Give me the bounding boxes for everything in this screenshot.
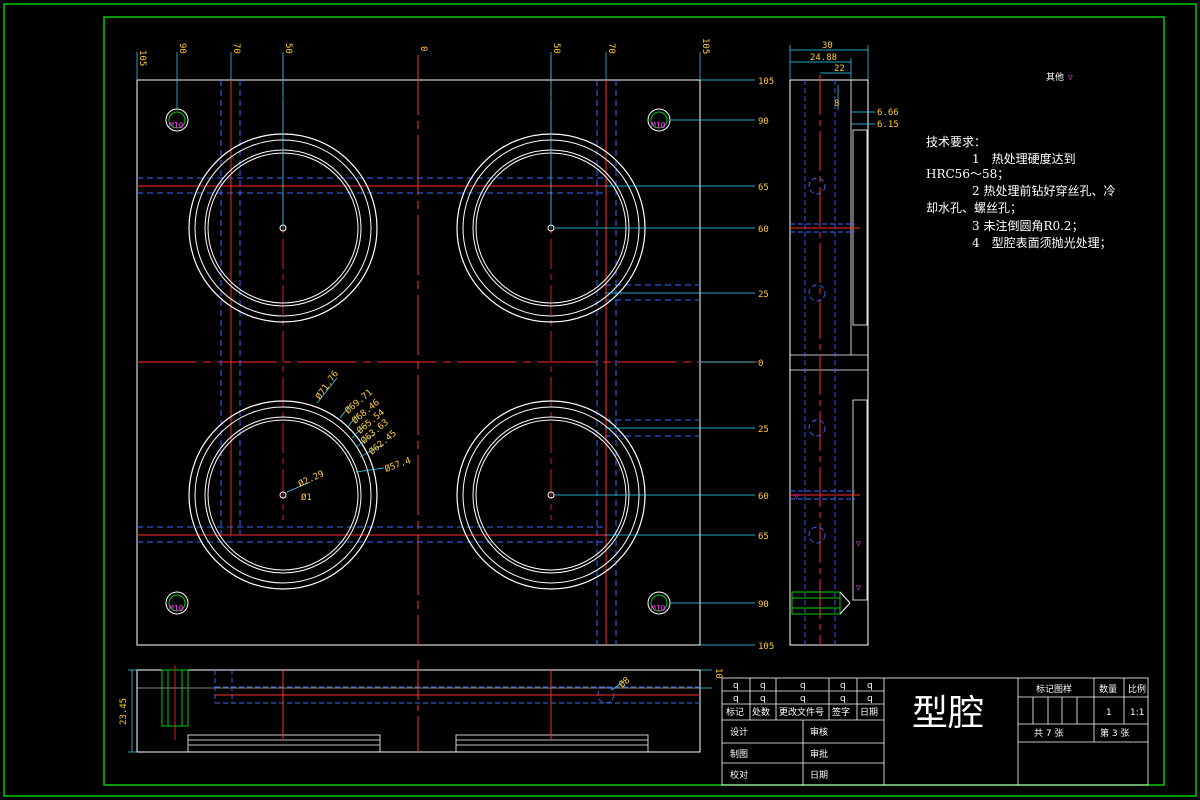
dim-d57-4: Ø57.4 — [383, 455, 412, 475]
title-block — [721, 677, 1149, 786]
dim-right-25-bottom: 25 — [758, 425, 769, 435]
dim-d1: Ø1 — [301, 492, 312, 503]
top-dim-labels: 105 90 70 50 0 50 70 105 — [137, 38, 710, 66]
cavity-bottom-left — [188, 400, 378, 590]
tb-total-sheets: 共 7 张 — [1034, 728, 1063, 739]
right-leader-lines — [555, 79, 755, 646]
screw-label-bl: M10 — [169, 604, 184, 613]
technical-notes: 技术要求： 1 热处理硬度达到 HRC56～58； 2 热处理前钻好穿丝孔、冷 … — [926, 135, 1115, 250]
section-view: 23.45 10 Ø8 — [119, 660, 723, 753]
tb-qty-header: 数量 — [1099, 683, 1117, 695]
tb-row-mark-2: q — [760, 681, 766, 691]
tb-mark-header: 标记 — [726, 706, 744, 718]
notes-line1: 1 热处理硬度达到 — [972, 151, 1076, 166]
tb-row2-mark-3: q — [800, 694, 806, 704]
drawing-title: 型腔 — [912, 693, 984, 734]
dim-top-50-right: 50 — [551, 43, 561, 54]
dim-right-105-top: 105 — [758, 77, 774, 87]
notes-line4: 4 型腔表面须抛光处理； — [972, 235, 1112, 250]
tb-sign-header: 签字 — [832, 706, 850, 718]
dim-side-8: 8 — [834, 99, 839, 109]
tb-row2-mark-1: q — [733, 694, 739, 704]
dim-top-105-left: 105 — [137, 50, 147, 66]
tb-stage-mark: 标记图样 — [1036, 683, 1072, 695]
notes-line2b: 却水孔、螺丝孔； — [926, 201, 1022, 215]
tb-row-mark-4: q — [840, 681, 846, 691]
dim-right-25-top: 25 — [758, 290, 769, 300]
dim-section-thickness: 10 — [713, 668, 723, 679]
surface-note-symbol: ▽ — [1068, 73, 1073, 82]
tb-approve: 审批 — [810, 748, 828, 760]
dim-right-60-bottom: 60 — [758, 492, 769, 502]
screw-label-br: M10 — [651, 604, 666, 613]
tb-verify: 校对 — [730, 769, 748, 781]
screw-label-tr: M10 — [651, 121, 666, 130]
dim-right-105-bottom: 105 — [758, 642, 774, 652]
dim-right-90-bottom: 90 — [758, 600, 769, 610]
dim-side-24-88: 24.88 — [810, 53, 837, 63]
notes-title: 技术要求： — [926, 135, 986, 149]
surface-note: 其他 — [1046, 71, 1064, 83]
tb-draw: 制图 — [730, 748, 748, 760]
dim-side-6-15: 6.15 — [877, 120, 899, 130]
inner-frame — [103, 16, 1165, 786]
dim-right-60-top: 60 — [758, 225, 769, 235]
dim-right-90-top: 90 — [758, 117, 769, 127]
dim-section-height: 23.45 — [119, 698, 129, 725]
plan-view: M10 M10 M10 M10 105 90 70 50 0 50 70 105 — [136, 38, 774, 652]
dim-right-65-bottom: 65 — [758, 532, 769, 542]
screw-label-tl: M10 — [169, 121, 184, 130]
notes-line2: 2 热处理前钻好穿丝孔、冷 — [972, 183, 1115, 198]
diameter-leaders — [286, 377, 385, 493]
tb-sheet-no: 第 3 张 — [1100, 727, 1129, 739]
dim-top-50-left: 50 — [283, 43, 293, 54]
roughness-mark-2: ▽ — [856, 539, 861, 548]
tb-row-mark-3: q — [800, 681, 806, 691]
tb-qty-value: 1 — [1106, 708, 1112, 718]
dim-side-6-66: 6.66 — [877, 108, 899, 118]
dim-right-65-top: 65 — [758, 183, 769, 193]
dim-top-90-left: 90 — [177, 43, 187, 54]
tb-row-mark-1: q — [733, 681, 739, 691]
tb-zone-header: 处数 — [752, 706, 770, 718]
notes-line1b: HRC56～58； — [926, 167, 1009, 181]
dim-side-30: 30 — [822, 41, 833, 51]
outer-frame — [3, 3, 1197, 797]
dim-top-0: 0 — [418, 46, 428, 51]
side-screw — [791, 591, 841, 615]
top-extension-lines — [136, 52, 701, 228]
tb-date-header: 日期 — [860, 707, 878, 718]
section-pockets — [187, 734, 649, 753]
roughness-mark-1: ▽ — [794, 492, 799, 501]
dim-d2-29: Ø2.29 — [297, 468, 326, 489]
dim-top-70-left: 70 — [231, 43, 241, 54]
title-block-text: q q q q q q q q q q 标记 处数 更改文件号 签字 日期 设计… — [726, 681, 1146, 781]
side-outline — [789, 79, 869, 646]
side-view: 30 24.88 22 8 6.66 6.15 ▽ ▽ ▽ — [789, 41, 899, 646]
tb-day: 日期 — [810, 770, 828, 781]
roughness-mark-3: ▽ — [856, 583, 861, 592]
dim-top-105-right: 105 — [700, 38, 710, 54]
dim-side-22: 22 — [834, 64, 845, 74]
right-dim-labels: 105 90 65 60 25 0 25 60 65 90 105 — [758, 77, 774, 652]
tb-row2-mark-4: q — [840, 694, 846, 704]
dim-d71-76: Ø71.76 — [313, 369, 341, 402]
dim-right-0: 0 — [758, 359, 763, 369]
tb-row2-mark-2: q — [760, 694, 766, 704]
screw-holes — [165, 108, 671, 615]
tb-row2-mark-5: q — [867, 694, 873, 704]
tb-doc-header: 更改文件号 — [779, 706, 824, 718]
tb-scale-value: 1:1 — [1130, 708, 1144, 718]
dim-section-hole: Ø8 — [617, 675, 632, 690]
dim-top-70-right: 70 — [606, 43, 616, 54]
tb-row-mark-5: q — [867, 681, 873, 691]
tb-check: 审核 — [810, 726, 828, 738]
tb-scale-header: 比例 — [1128, 683, 1146, 695]
notes-line3: 3 未注倒圆角R0.2； — [972, 218, 1084, 233]
tb-design: 设计 — [730, 726, 748, 738]
